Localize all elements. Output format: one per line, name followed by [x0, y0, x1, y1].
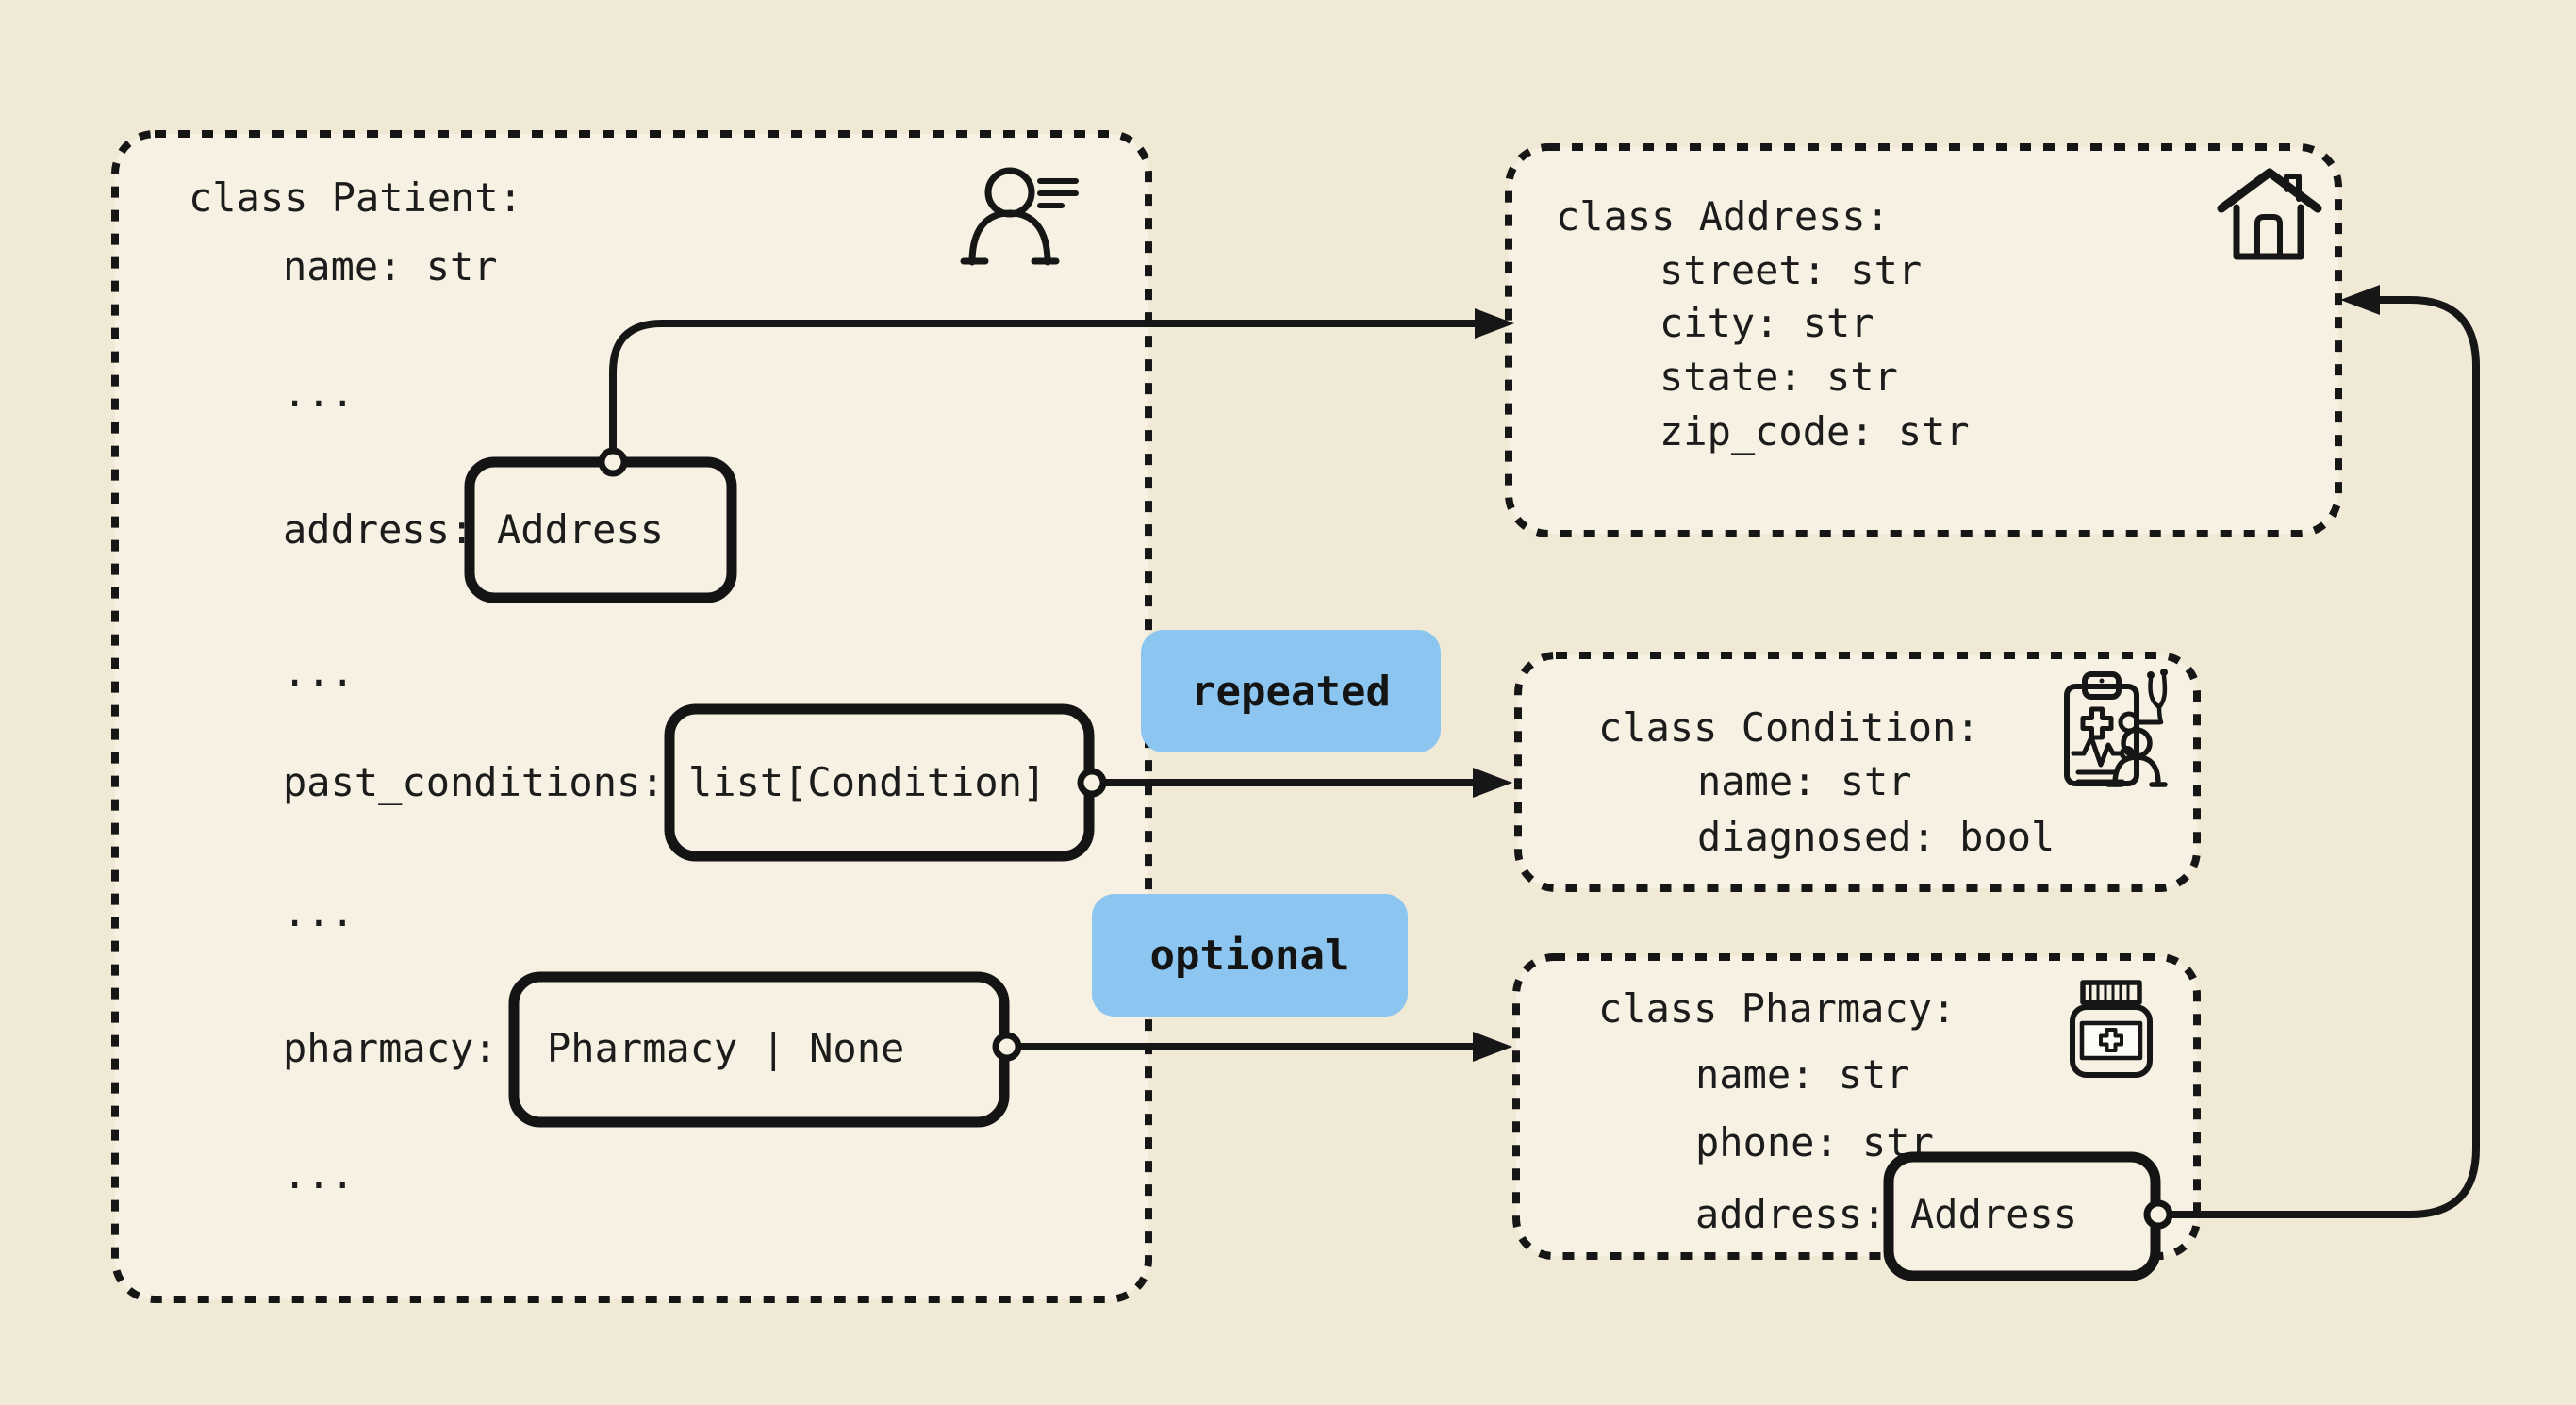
- arrow-pharmacy-address-ref: [2166, 296, 2480, 1218]
- house-icon: [2217, 168, 2322, 260]
- connector-dot-pharmacy: [992, 1032, 1022, 1062]
- pharmacy-address-type: Address: [1910, 1191, 2078, 1237]
- connector-dot-conditions: [1077, 768, 1107, 798]
- optional-edge-label-text: optional: [1149, 931, 1350, 980]
- medical-clipboard-icon: [2064, 669, 2168, 787]
- patient-ellipsis-2: ...: [283, 649, 355, 695]
- optional-edge-label: optional: [1092, 894, 1408, 1017]
- address-class-title: class Address:: [1556, 193, 1891, 240]
- arrowhead-into-address-right: [2340, 285, 2380, 315]
- patient-field-name: name: str: [283, 243, 498, 289]
- condition-class-title: class Condition:: [1598, 704, 1980, 751]
- patient-address-type: Address: [497, 506, 665, 553]
- patient-ellipsis-3: ...: [283, 889, 355, 935]
- address-field-street: street: str: [1660, 247, 1923, 293]
- patient-ellipsis-1: ...: [283, 370, 355, 416]
- connector-dot-address: [598, 447, 628, 477]
- person-list-icon: [960, 167, 1079, 266]
- patient-field-pharmacy-label: pharmacy:: [283, 1025, 498, 1071]
- pharmacy-field-address-label: address:: [1695, 1191, 1887, 1237]
- condition-field-diagnosed: diagnosed: bool: [1697, 814, 2056, 860]
- pill-bottle-icon: [2070, 980, 2153, 1078]
- address-field-zip-code: zip_code: str: [1660, 408, 1970, 455]
- repeated-edge-label-text: repeated: [1191, 667, 1391, 716]
- arrowhead-into-condition: [1473, 768, 1512, 798]
- address-field-state: state: str: [1660, 354, 1898, 400]
- arrow-address-ref: [609, 320, 1480, 451]
- patient-field-address-label: address:: [283, 506, 474, 553]
- arrowhead-into-pharmacy: [1473, 1032, 1512, 1062]
- address-field-city: city: str: [1660, 300, 1874, 346]
- patient-field-past-conditions-label: past_conditions:: [283, 759, 665, 805]
- pharmacy-field-phone: phone: str: [1695, 1119, 1934, 1165]
- connector-dot-pharmacy-address: [2143, 1199, 2173, 1230]
- condition-field-name: name: str: [1697, 758, 1912, 804]
- pharmacy-field-name: name: str: [1695, 1051, 1910, 1098]
- patient-past-conditions-type: list[Condition]: [688, 759, 1047, 805]
- repeated-edge-label: repeated: [1141, 630, 1441, 752]
- patient-class-title: class Patient:: [189, 174, 523, 221]
- patient-class-panel: [111, 130, 1152, 1303]
- patient-ellipsis-4: ...: [283, 1151, 355, 1198]
- patient-pharmacy-type: Pharmacy | None: [547, 1025, 905, 1071]
- arrowhead-into-address-left: [1475, 308, 1514, 339]
- pharmacy-class-title: class Pharmacy:: [1598, 985, 1957, 1032]
